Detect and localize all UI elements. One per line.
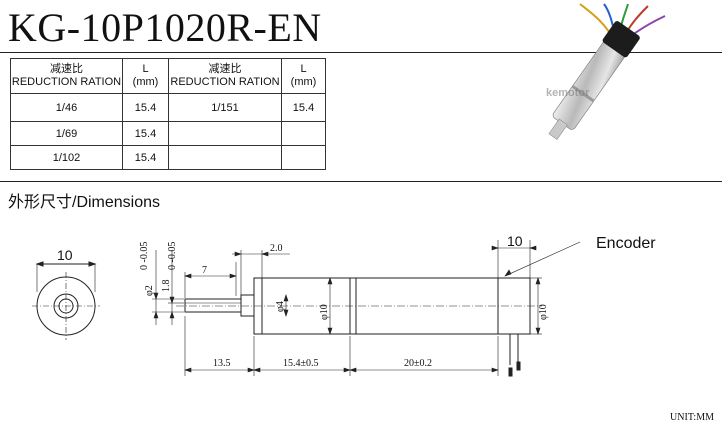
dim-flat-tolerance: 0 -0.05 (167, 242, 178, 270)
header-ratio-en: REDUCTION RATION (11, 76, 122, 88)
length-cell: 15.4 (122, 145, 169, 170)
dim-gear-length: 15.4±0.5 (283, 358, 319, 369)
header-ratio-cn: 减速比 (50, 63, 83, 75)
header-l-top: L (300, 63, 307, 75)
dim-phi10-encoder: φ10 (538, 304, 549, 320)
dim-flat: 1.8 (161, 280, 172, 293)
length-cell: 15.4 (281, 93, 326, 122)
motor-photo: kemotor (546, 3, 666, 140)
header-ratio-1: 减速比 REDUCTION RATION (10, 58, 123, 94)
dim-motor-length: 20±0.2 (404, 358, 432, 369)
length-cell: 15.4 (122, 121, 169, 146)
section-rule (0, 181, 722, 182)
table-header-row: 减速比 REDUCTION RATION L (mm) 减速比 REDUCTIO… (10, 58, 326, 94)
table-row: 1/46 15.4 1/151 15.4 (10, 93, 326, 122)
table-row: 1/102 15.4 (10, 145, 326, 170)
title-rule (0, 52, 722, 53)
dim-7: 7 (202, 265, 207, 276)
dimensions-heading: 外形尺寸/Dimensions (8, 194, 161, 211)
front-width-dim: 10 (57, 247, 73, 263)
unit-label: UNIT:MM (670, 412, 714, 423)
length-cell (281, 145, 326, 170)
header-ratio-en: REDUCTION RATION (170, 76, 280, 88)
dim-shaft-tolerance: 0 -0.05 (139, 242, 150, 270)
header-l-unit: (mm) (290, 76, 317, 88)
dim-phi4: φ4 (275, 301, 286, 312)
dim-13-5: 13.5 (213, 358, 231, 369)
encoder-label: Encoder (596, 235, 656, 252)
encoder-width-dim: 10 (507, 233, 523, 249)
ratio-cell (168, 145, 282, 170)
side-view (176, 277, 542, 377)
header-ratio-cn: 减速比 (208, 63, 242, 75)
header-l-top: L (142, 63, 149, 75)
watermark-text: kemotor (546, 87, 590, 99)
ratio-cell: 1/151 (168, 93, 282, 122)
dim-2-0: 2.0 (270, 243, 283, 254)
header-l-2: L (mm) (281, 58, 326, 94)
dim-shaft-diameter: φ2 (144, 285, 155, 296)
header-ratio-2: 减速比 REDUCTION RATION (168, 58, 282, 94)
header-l-unit: (mm) (132, 76, 159, 88)
dim-phi10-gearbox: φ10 (319, 304, 330, 320)
page-title: KG-10P1020R-EN (8, 5, 322, 50)
reduction-ratio-table: 减速比 REDUCTION RATION L (mm) 减速比 REDUCTIO… (10, 58, 326, 170)
header-l-1: L (mm) (122, 58, 169, 94)
front-view (32, 261, 100, 340)
ratio-cell: 1/102 (10, 145, 123, 170)
